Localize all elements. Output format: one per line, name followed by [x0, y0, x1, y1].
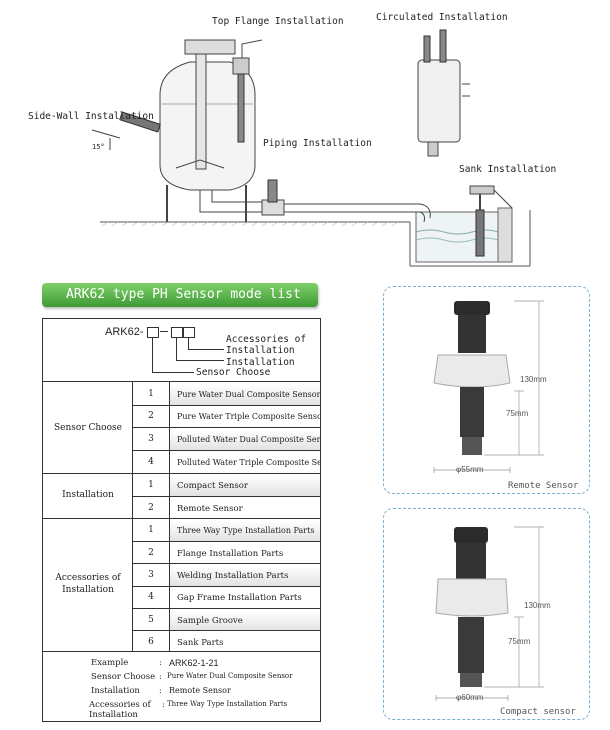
- divider: [133, 630, 320, 631]
- model-code: ARK62-: [105, 326, 144, 338]
- option-num: 3: [148, 434, 154, 444]
- example-value: ARK62-1-21: [169, 658, 219, 668]
- category-accessories: Accessories of: [55, 573, 121, 583]
- example-colon: :: [159, 686, 162, 695]
- remote-height-lower: 75mm: [506, 409, 529, 418]
- compact-sensor-panel: 130mm 75mm φ60mm Compact sensor: [383, 508, 590, 720]
- option-num: 2: [148, 503, 154, 513]
- connector-line: [188, 338, 189, 349]
- code-box-2: [171, 327, 183, 338]
- model-code-header: ARK62- Accessories of Installation Insta…: [43, 319, 320, 381]
- divider: [133, 450, 320, 451]
- example-section: Example : ARK62-1-21 Sensor Choose : Pur…: [43, 652, 320, 722]
- compact-diameter: φ60mm: [456, 693, 484, 702]
- top-flange-label: Top Flange Installation: [212, 16, 344, 27]
- option-acc-3[interactable]: Welding Installation Parts: [170, 566, 320, 586]
- installation-drawing: [91, 29, 531, 267]
- example-key: Example: [91, 658, 129, 668]
- option-sensor-2[interactable]: Pure Water Triple Composite Sensor: [177, 412, 320, 421]
- example-colon: :: [159, 658, 162, 667]
- option-num: 2: [148, 548, 154, 558]
- example-sensor-value: Pure Water Dual Composite Sensor: [167, 672, 293, 680]
- option-sensor-1[interactable]: Pure Water Dual Composite Sensor: [170, 385, 320, 405]
- remote-height-total: 130mm: [520, 375, 547, 384]
- option-num: 3: [148, 570, 154, 580]
- option-num: 1: [148, 525, 154, 535]
- compact-sensor-caption: Compact sensor: [500, 707, 576, 717]
- sensor-code-label: Sensor Choose: [196, 367, 271, 378]
- mode-list-banner: ARK62 type PH Sensor mode list: [42, 283, 318, 307]
- model-table: ARK62- Accessories of Installation Insta…: [42, 318, 321, 722]
- sank-label: Sank Installation: [459, 164, 557, 175]
- code-box-1: [147, 327, 159, 338]
- connector-line: [152, 372, 194, 373]
- circulated-label: Circulated Installation: [376, 12, 508, 23]
- code-dash: [160, 331, 168, 332]
- divider: [133, 427, 320, 428]
- category-accessories-2: Installation: [62, 585, 114, 595]
- compact-height-total: 130mm: [524, 601, 551, 610]
- remote-sensor-panel: 130mm 75mm φ55mm Remote Sensor: [383, 286, 590, 494]
- option-acc-2[interactable]: Flange Installation Parts: [177, 549, 284, 559]
- option-num: 4: [148, 457, 154, 467]
- divider: [43, 473, 320, 474]
- side-wall-label: Side-Wall Installation: [28, 111, 154, 122]
- example-acc-key: Accessories of: [89, 700, 151, 710]
- divider: [43, 381, 320, 382]
- example-install-value: Remote Sensor: [169, 686, 231, 695]
- option-sensor-4[interactable]: Polluted Water Triple Composite Sensor: [177, 458, 320, 467]
- angle-label: 15°: [92, 143, 105, 151]
- example-acc-value: Three Way Type Installation Parts: [167, 700, 288, 708]
- example-colon: :: [162, 700, 165, 709]
- example-acc-key-2: Installation: [89, 710, 138, 720]
- option-num: 2: [148, 411, 154, 421]
- remote-sensor-drawing: [433, 300, 544, 473]
- installation-code-label: Installation: [226, 357, 295, 368]
- divider: [132, 381, 133, 651]
- divider: [133, 586, 320, 587]
- accessories-code-label: Accessories of: [226, 334, 307, 345]
- option-num: 1: [148, 480, 154, 490]
- divider: [133, 608, 320, 609]
- option-num: 6: [148, 637, 154, 647]
- option-acc-1[interactable]: Three Way Type Installation Parts: [170, 521, 320, 541]
- connector-line: [152, 338, 153, 372]
- remote-sensor-caption: Remote Sensor: [508, 481, 579, 491]
- remote-diameter: φ55mm: [456, 465, 484, 474]
- divider: [169, 381, 170, 651]
- option-acc-4[interactable]: Gap Frame Installation Parts: [177, 593, 302, 603]
- example-colon: :: [159, 672, 162, 681]
- category-sensor-choose: Sensor Choose: [54, 423, 122, 433]
- option-num: 5: [148, 615, 154, 625]
- option-install-2[interactable]: Remote Sensor: [177, 504, 243, 514]
- compact-sensor-drawing: [435, 526, 544, 701]
- example-sensor-key: Sensor Choose: [91, 672, 156, 682]
- installation-diagram: Top Flange Installation Circulated Insta…: [0, 0, 610, 275]
- option-num: 1: [148, 389, 154, 399]
- piping-label: Piping Installation: [263, 138, 372, 149]
- divider: [133, 496, 320, 497]
- connector-line: [188, 349, 224, 350]
- connector-line: [176, 360, 224, 361]
- divider: [43, 518, 320, 519]
- divider: [133, 563, 320, 564]
- accessories-code-label-2: Installation: [226, 345, 295, 356]
- divider: [43, 651, 320, 652]
- example-install-key: Installation: [91, 686, 140, 696]
- code-box-3: [183, 327, 195, 338]
- option-sensor-3[interactable]: Polluted Water Dual Composite Sensor: [170, 430, 320, 450]
- option-acc-5[interactable]: Sample Groove: [170, 611, 320, 631]
- connector-line: [176, 338, 177, 360]
- divider: [133, 405, 320, 406]
- compact-height-lower: 75mm: [508, 637, 531, 646]
- divider: [133, 541, 320, 542]
- option-install-1[interactable]: Compact Sensor: [170, 476, 320, 496]
- option-acc-6[interactable]: Sank Parts: [177, 638, 224, 648]
- category-installation: Installation: [62, 490, 114, 500]
- option-num: 4: [148, 592, 154, 602]
